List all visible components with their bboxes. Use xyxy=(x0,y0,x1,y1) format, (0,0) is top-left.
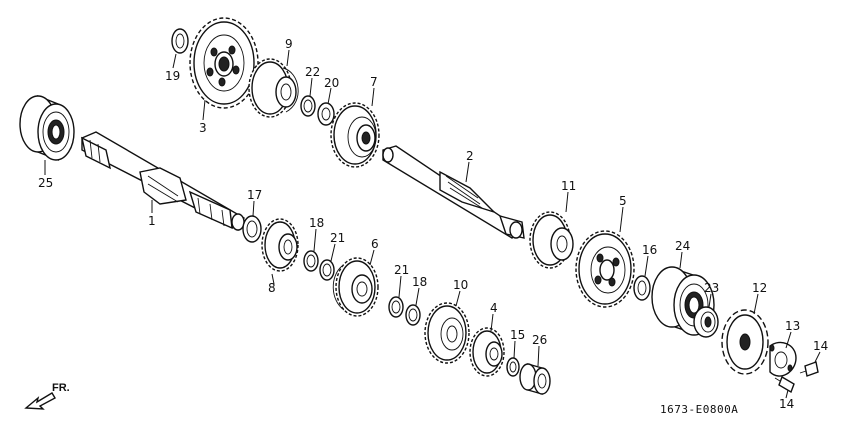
bearing-24 xyxy=(651,266,715,336)
callout-19: 19 xyxy=(165,69,180,83)
callout-4: 4 xyxy=(490,301,498,315)
front-label: FR. xyxy=(52,382,70,394)
bolt-14a xyxy=(799,361,819,377)
gear-9 xyxy=(248,58,299,118)
callout-16: 16 xyxy=(642,243,657,257)
callout-7: 7 xyxy=(370,75,378,89)
gear-10 xyxy=(424,302,470,364)
gear-8 xyxy=(261,218,299,272)
shaft-2 xyxy=(382,145,525,239)
callout-21a: 21 xyxy=(330,231,345,245)
callout-14a: 14 xyxy=(813,339,828,353)
callout-22: 22 xyxy=(305,65,320,79)
washer-16 xyxy=(633,275,651,301)
callout-14b: 14 xyxy=(779,397,794,411)
gear-6 xyxy=(332,257,379,317)
bushing-26 xyxy=(519,363,551,395)
callout-11: 11 xyxy=(561,179,576,193)
callout-15: 15 xyxy=(510,328,525,342)
callout-3: 3 xyxy=(199,121,207,135)
callout-18a: 18 xyxy=(309,216,324,230)
callout-18b: 18 xyxy=(412,275,427,289)
gear-11 xyxy=(529,211,574,269)
gear-4 xyxy=(469,327,505,377)
washer-18b xyxy=(405,304,421,326)
shaft-1 xyxy=(80,131,245,231)
gear-3 xyxy=(189,17,259,109)
front-direction-marker: FR. xyxy=(24,382,70,410)
fixing-plate-13 xyxy=(769,341,797,377)
sprocket-12 xyxy=(721,309,769,375)
callout-24: 24 xyxy=(675,239,690,253)
gear-5 xyxy=(575,230,635,308)
callout-10: 10 xyxy=(453,278,468,292)
callout-6: 6 xyxy=(371,237,379,251)
leader-lines xyxy=(44,49,821,399)
washer-19 xyxy=(171,28,189,54)
bearing-25 xyxy=(19,94,75,162)
circlip-22 xyxy=(300,95,316,117)
washer-18a xyxy=(303,250,319,272)
washer-17 xyxy=(242,215,262,243)
oil-seal-23 xyxy=(693,306,719,338)
callout-12: 12 xyxy=(752,281,767,295)
gear-7 xyxy=(330,102,380,168)
callout-26: 26 xyxy=(532,333,547,347)
callout-8: 8 xyxy=(268,281,276,295)
callout-labels: 19 3 9 22 20 7 25 1 17 2 11 5 18 21 6 8 … xyxy=(38,37,828,411)
callout-13: 13 xyxy=(785,319,800,333)
washer-15 xyxy=(506,357,520,377)
washer-20 xyxy=(317,102,335,126)
callout-2: 2 xyxy=(466,149,474,163)
front-arrow-icon xyxy=(24,392,56,410)
bolt-14b xyxy=(774,375,795,394)
circlip-21b xyxy=(388,296,404,318)
callout-17: 17 xyxy=(247,188,262,202)
callout-5: 5 xyxy=(619,194,627,208)
callout-25: 25 xyxy=(38,176,53,190)
callout-9: 9 xyxy=(285,37,293,51)
circlip-21a xyxy=(319,259,335,281)
callout-21b: 21 xyxy=(394,263,409,277)
callout-23: 23 xyxy=(704,281,719,295)
drawing-code: 1673-E0800A xyxy=(660,403,738,416)
callout-1: 1 xyxy=(148,214,156,228)
callout-20: 20 xyxy=(324,76,339,90)
